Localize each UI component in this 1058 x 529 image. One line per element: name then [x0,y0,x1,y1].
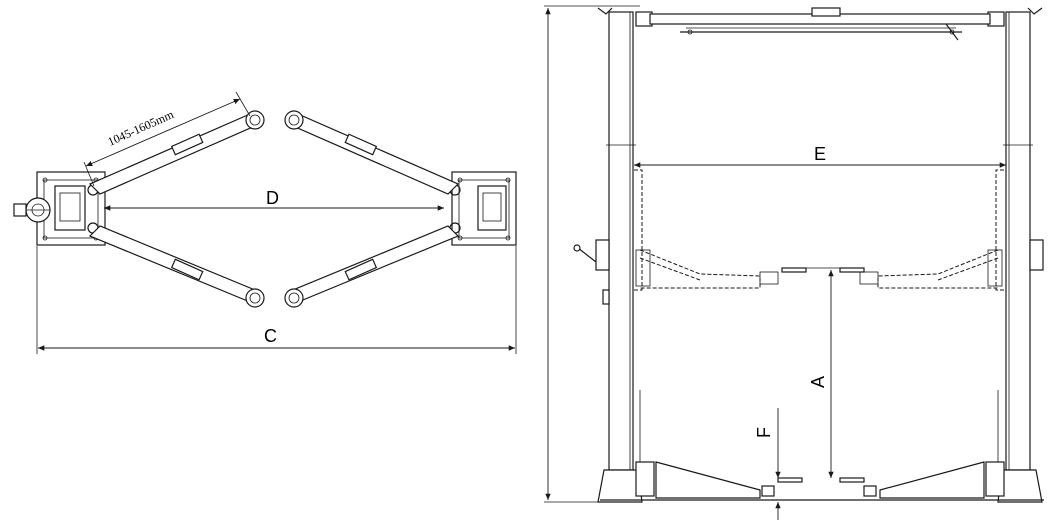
d-dimension: D [104,188,444,211]
top-beam [649,7,991,41]
right-base-plate [449,171,517,246]
c-dimension: C [36,246,517,354]
front-view: E A [544,5,1044,520]
e-dimension: E [634,144,1006,168]
left-column [573,7,655,503]
top-view: 1045-1605mm D C [13,91,517,354]
f-dimension: F [754,408,781,520]
d-label: D [266,188,279,208]
a-dimension: A [806,267,840,478]
f-label: F [754,427,774,438]
overall-height-dimension [544,5,640,503]
c-label: C [264,326,277,346]
a-label: A [808,376,828,388]
lowered-arms [600,461,1044,501]
right-column [985,7,1044,503]
raised-arms [635,249,1003,289]
e-label: E [814,144,826,164]
